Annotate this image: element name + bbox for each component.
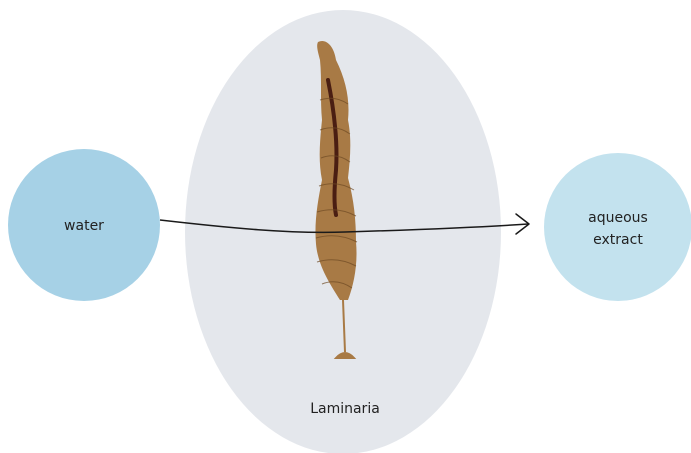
aqueous-extract-label-line2: extract [593, 232, 643, 248]
aqueous-extract-node [544, 153, 691, 301]
laminaria-label: Laminaria [310, 401, 380, 417]
aqueous-extract-label-line1: aqueous [588, 210, 648, 226]
water-label: water [64, 218, 104, 234]
